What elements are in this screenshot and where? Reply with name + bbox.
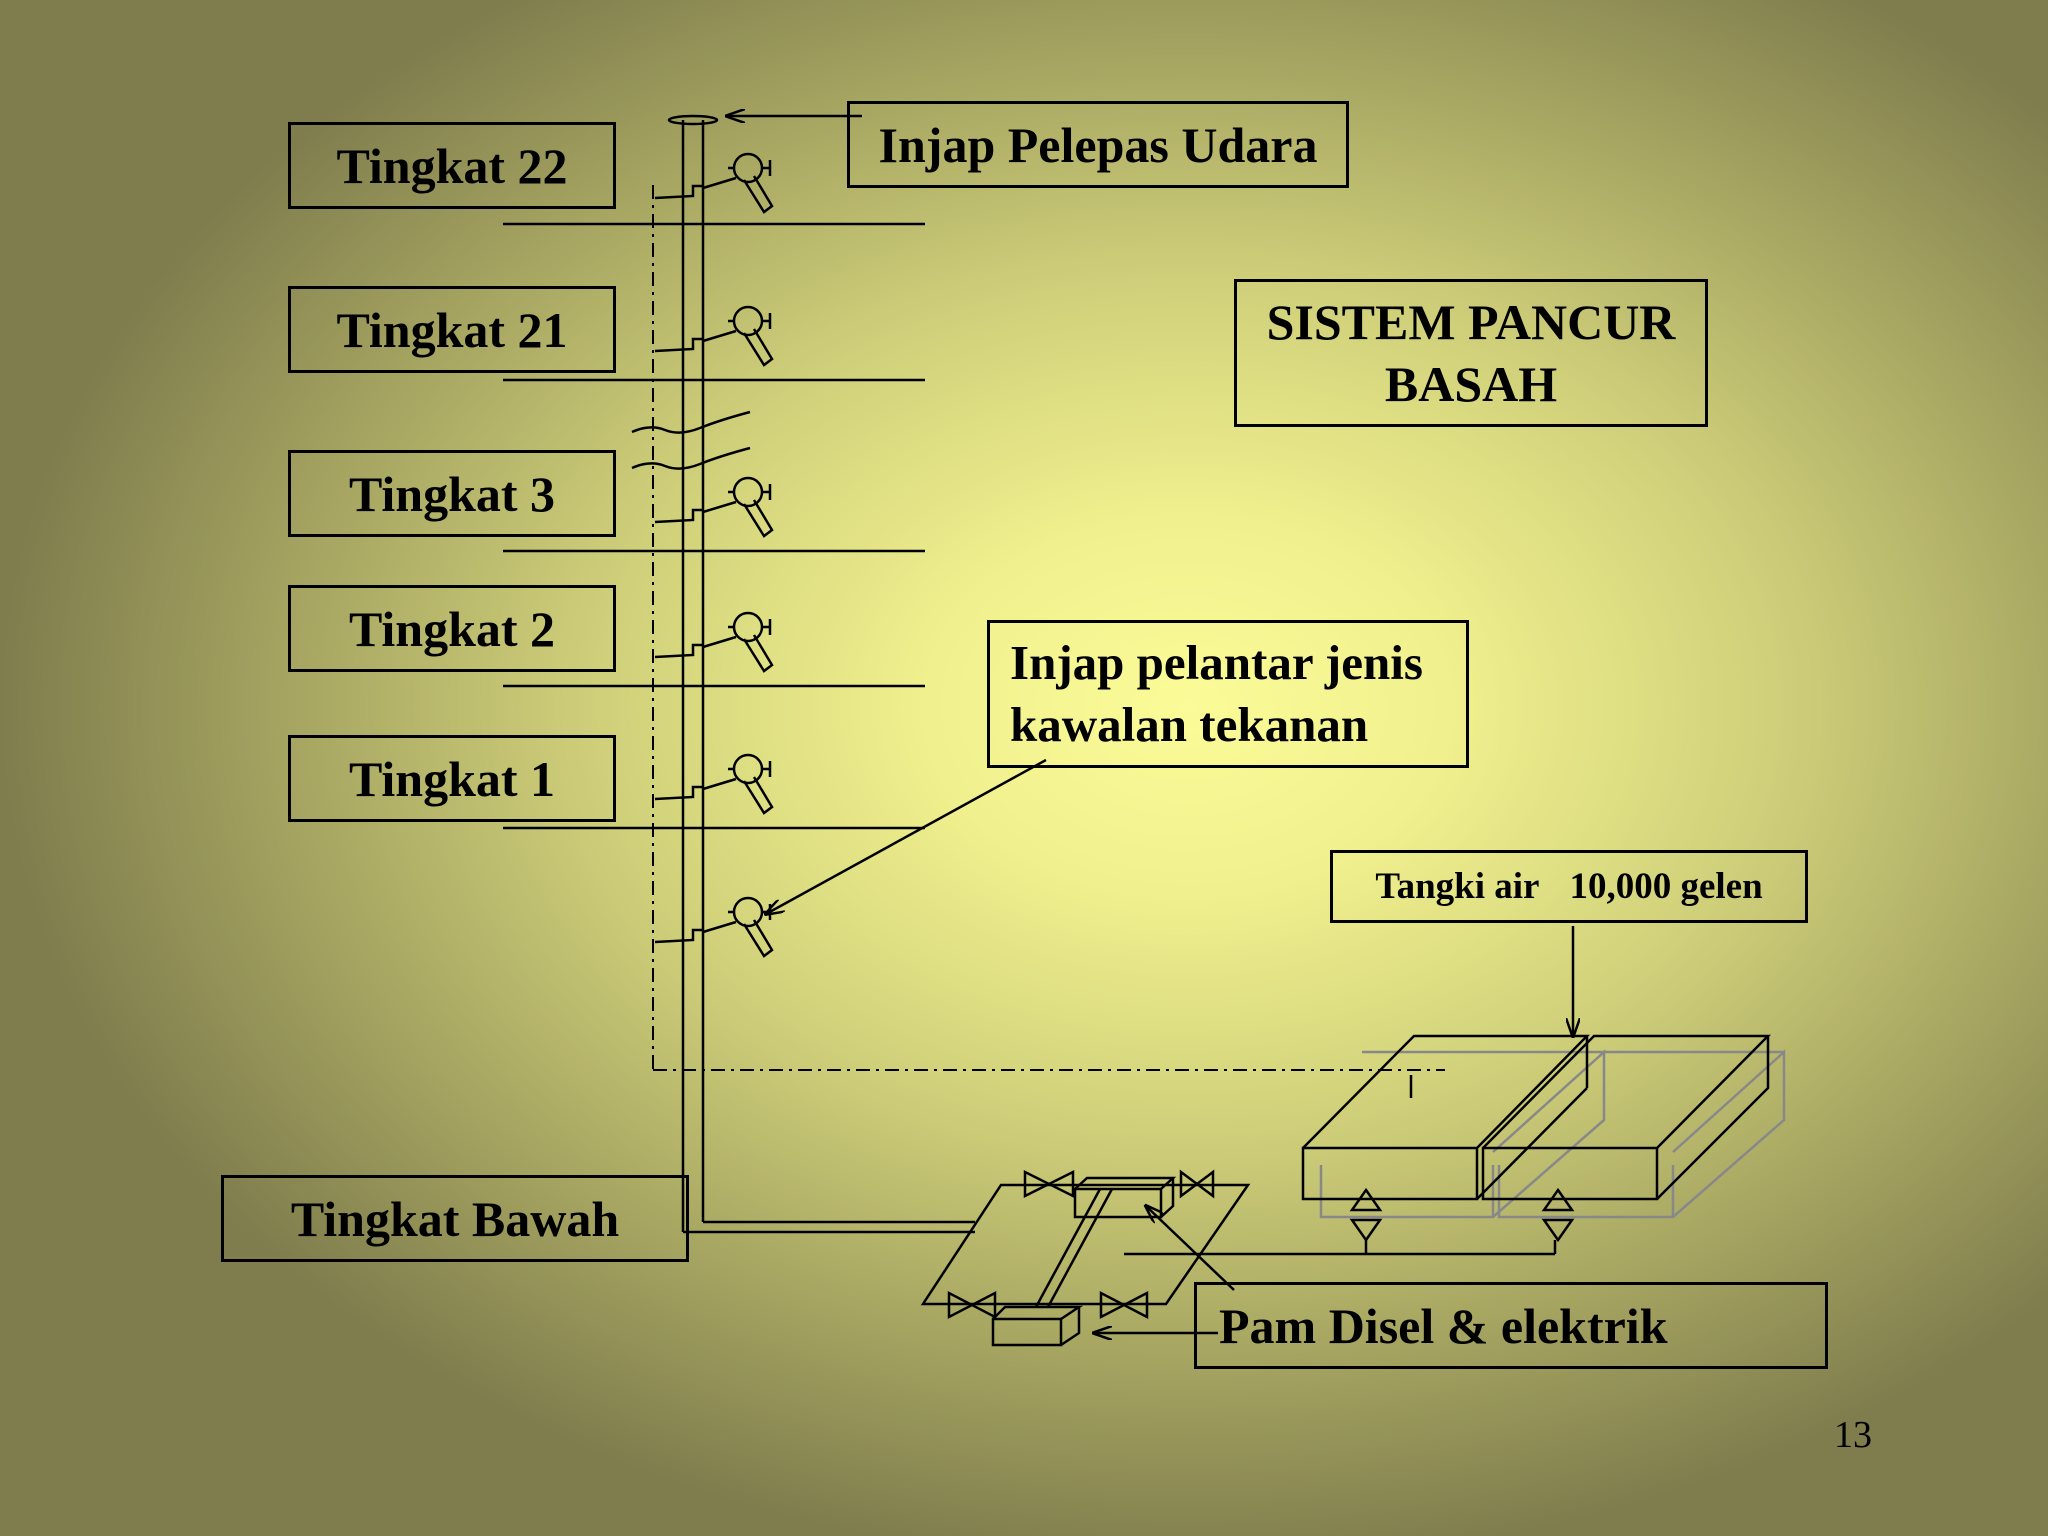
pump-label: Pam Disel & elektrik	[1194, 1282, 1828, 1369]
pressure-control-valve-label: Injap pelantar jenis kawalan tekanan	[987, 620, 1469, 768]
floor-valve-ground	[654, 896, 774, 958]
floor-slab-lines	[503, 222, 925, 830]
water-tanks	[1301, 1034, 1786, 1254]
drain-line	[652, 185, 1445, 1071]
valve-pointer-arrow	[766, 758, 1047, 914]
water-tank-label: Tangki air 10,000 gelen	[1330, 850, 1808, 923]
pump-skid	[920, 1169, 1557, 1347]
floor-label-1: Tingkat 1	[288, 735, 616, 822]
floor-valve-21	[654, 305, 774, 367]
floor-valve-1	[654, 753, 774, 815]
floor-label-21: Tingkat 21	[288, 286, 616, 373]
air-release-valve-label: Injap Pelepas Udara	[847, 101, 1349, 188]
floor-label-ground: Tingkat Bawah	[221, 1175, 689, 1262]
main-riser-pipe	[631, 114, 975, 1234]
floor-label-3: Tingkat 3	[288, 450, 616, 537]
floor-valve-2	[654, 611, 774, 673]
floor-valve-22	[654, 152, 774, 214]
floor-valve-3	[654, 476, 774, 538]
page-number: 13	[1834, 1414, 1872, 1456]
floor-label-22: Tingkat 22	[288, 122, 616, 209]
floor-label-2: Tingkat 2	[288, 585, 616, 672]
pump-arrow-upper	[1146, 1206, 1235, 1291]
diagram-title: SISTEM PANCUR BASAH	[1234, 279, 1708, 427]
